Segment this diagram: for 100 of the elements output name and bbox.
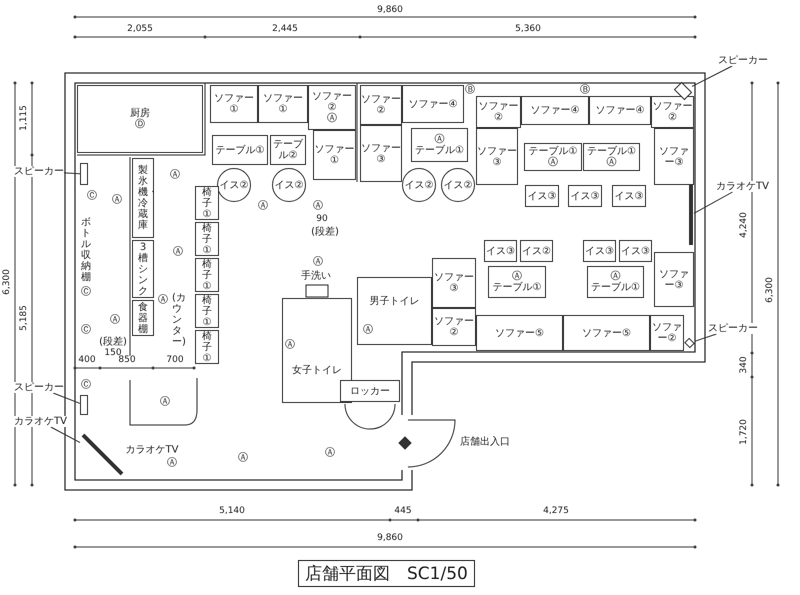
sofa: ソファー③ [654,128,694,185]
table: テーブル① Ⓐ [583,143,640,171]
dimension-text: 850 [118,356,136,366]
chair: 椅子① [195,294,219,328]
chair: 椅子① [195,330,219,364]
sofa: ソファー④ [402,85,464,123]
tv-symbol [80,432,125,477]
dimension-text: 2,055 [127,25,153,35]
callout-mark: Ⓐ [313,256,323,268]
dimension-text: 4,240 [740,212,750,238]
chair: 椅子① [195,186,219,220]
callout-text: スピーカー [708,323,758,334]
callout-text: スピーカー [718,55,768,66]
dimension-text: 1,115 [20,105,30,131]
callout-mark: Ⓐ [363,324,373,336]
room: ロッカー [340,380,400,402]
chair: 椅子① [195,258,219,292]
callout-mark: Ⓐ [173,246,183,258]
chair: イス③ [568,185,602,207]
sofa: ソファー② Ⓐ [308,85,356,130]
sofa: ソファー② [432,308,476,346]
dimension-text: 2,445 [272,25,298,35]
chair: イス② [441,168,475,202]
leader-line [694,192,734,214]
room-label: 手洗い [301,270,331,282]
dimension-text: 5,360 [515,25,541,35]
dimension-text: 6,300 [766,277,776,303]
dimension-text: 445 [394,507,412,517]
sofa: ソファー③ [432,258,476,308]
dimension-text: 9,860 [377,534,403,544]
dimension-text: 400 [78,356,96,366]
callout-text: カラオケTV [716,181,769,192]
callout-mark: Ⓐ [285,340,295,350]
callout-mark: Ⓒ [87,190,97,202]
sofa: ソファー① [313,130,356,180]
chair: イス② [272,168,306,202]
counter-section: 食器棚 [132,300,154,336]
table: Ⓐ テーブル① [411,128,468,162]
callout-mark: Ⓑ [580,84,590,96]
callout-mark: Ⓐ [238,452,248,464]
chair: 椅子① [195,222,219,256]
table: Ⓐ テーブル① [587,266,644,298]
callout-mark: Ⓐ [112,194,122,206]
table: テーブル① [212,135,268,165]
callout-mark: Ⓐ [325,448,335,458]
callout-mark: Ⓒ [81,380,91,390]
dimension-text: 340 [740,356,750,374]
callout-mark: Ⓐ [258,200,268,212]
tv-symbol [688,185,694,245]
table: テーブル① Ⓐ [524,143,582,171]
callout-mark: Ⓐ [313,200,323,212]
dimension-text: 90 [316,215,328,225]
kitchen-room: 厨房 Ⓓ [77,85,203,153]
table: Ⓐ テーブル① [488,266,546,298]
callout-mark: Ⓐ [160,396,170,408]
sofa: ソファー④ [589,96,651,125]
room-label: ボトル収納棚 [81,217,91,283]
dimension-text: 5,140 [219,507,245,517]
callout-mark: Ⓐ [158,294,168,306]
room-label: カラオケTV [126,444,178,456]
table: テーブル② [270,135,306,165]
chair: イス③ [612,185,646,207]
sofa: ソファー② [650,315,684,351]
leader-line [64,172,80,174]
sofa: ソファー⑤ [563,315,650,351]
chair: イス③ [484,240,517,262]
counter-section: 3槽シンク [132,240,154,298]
leader-line [694,334,717,342]
dimension-text: 1,720 [740,419,750,445]
leader-line [50,426,80,444]
sofa: ソファー① [258,85,308,123]
sofa: ソファー④ [521,96,589,125]
chair: イス③ [619,240,652,262]
leader-line [692,66,733,87]
dimension-text: 6,300 [3,269,13,295]
speaker-symbol [674,82,692,100]
room-label: (段差) [99,336,127,348]
sofa: ソファー③ [360,125,402,182]
leader-line [52,392,80,404]
sofa: ソファー② [360,85,402,125]
sofa: ソファー① [210,85,258,123]
dimension-text: 9,860 [377,6,403,16]
sofa: ソファー③ [654,252,694,307]
sofa: ソファー⑤ [476,315,563,351]
dimension-text: 700 [166,356,184,366]
chair: イス③ [583,240,616,262]
chair: イス② [520,240,553,262]
dimension-text: 5,185 [20,305,30,331]
dimension-text: 4,275 [543,507,569,517]
room-label: 店舗出入口 [460,436,510,448]
callout-text: スピーカー [14,166,64,177]
speaker-symbol [80,395,88,415]
counter-section: 製氷機・冷蔵庫 [132,158,154,238]
chair: イス③ [525,185,559,207]
callout-mark: Ⓒ [81,286,91,298]
chair: イス② [402,168,436,202]
sofa: ソファー② [476,96,521,128]
callout-text: スピーカー [14,382,64,393]
chair: イス② [217,168,251,202]
sofa: ソファー③ [476,128,518,185]
